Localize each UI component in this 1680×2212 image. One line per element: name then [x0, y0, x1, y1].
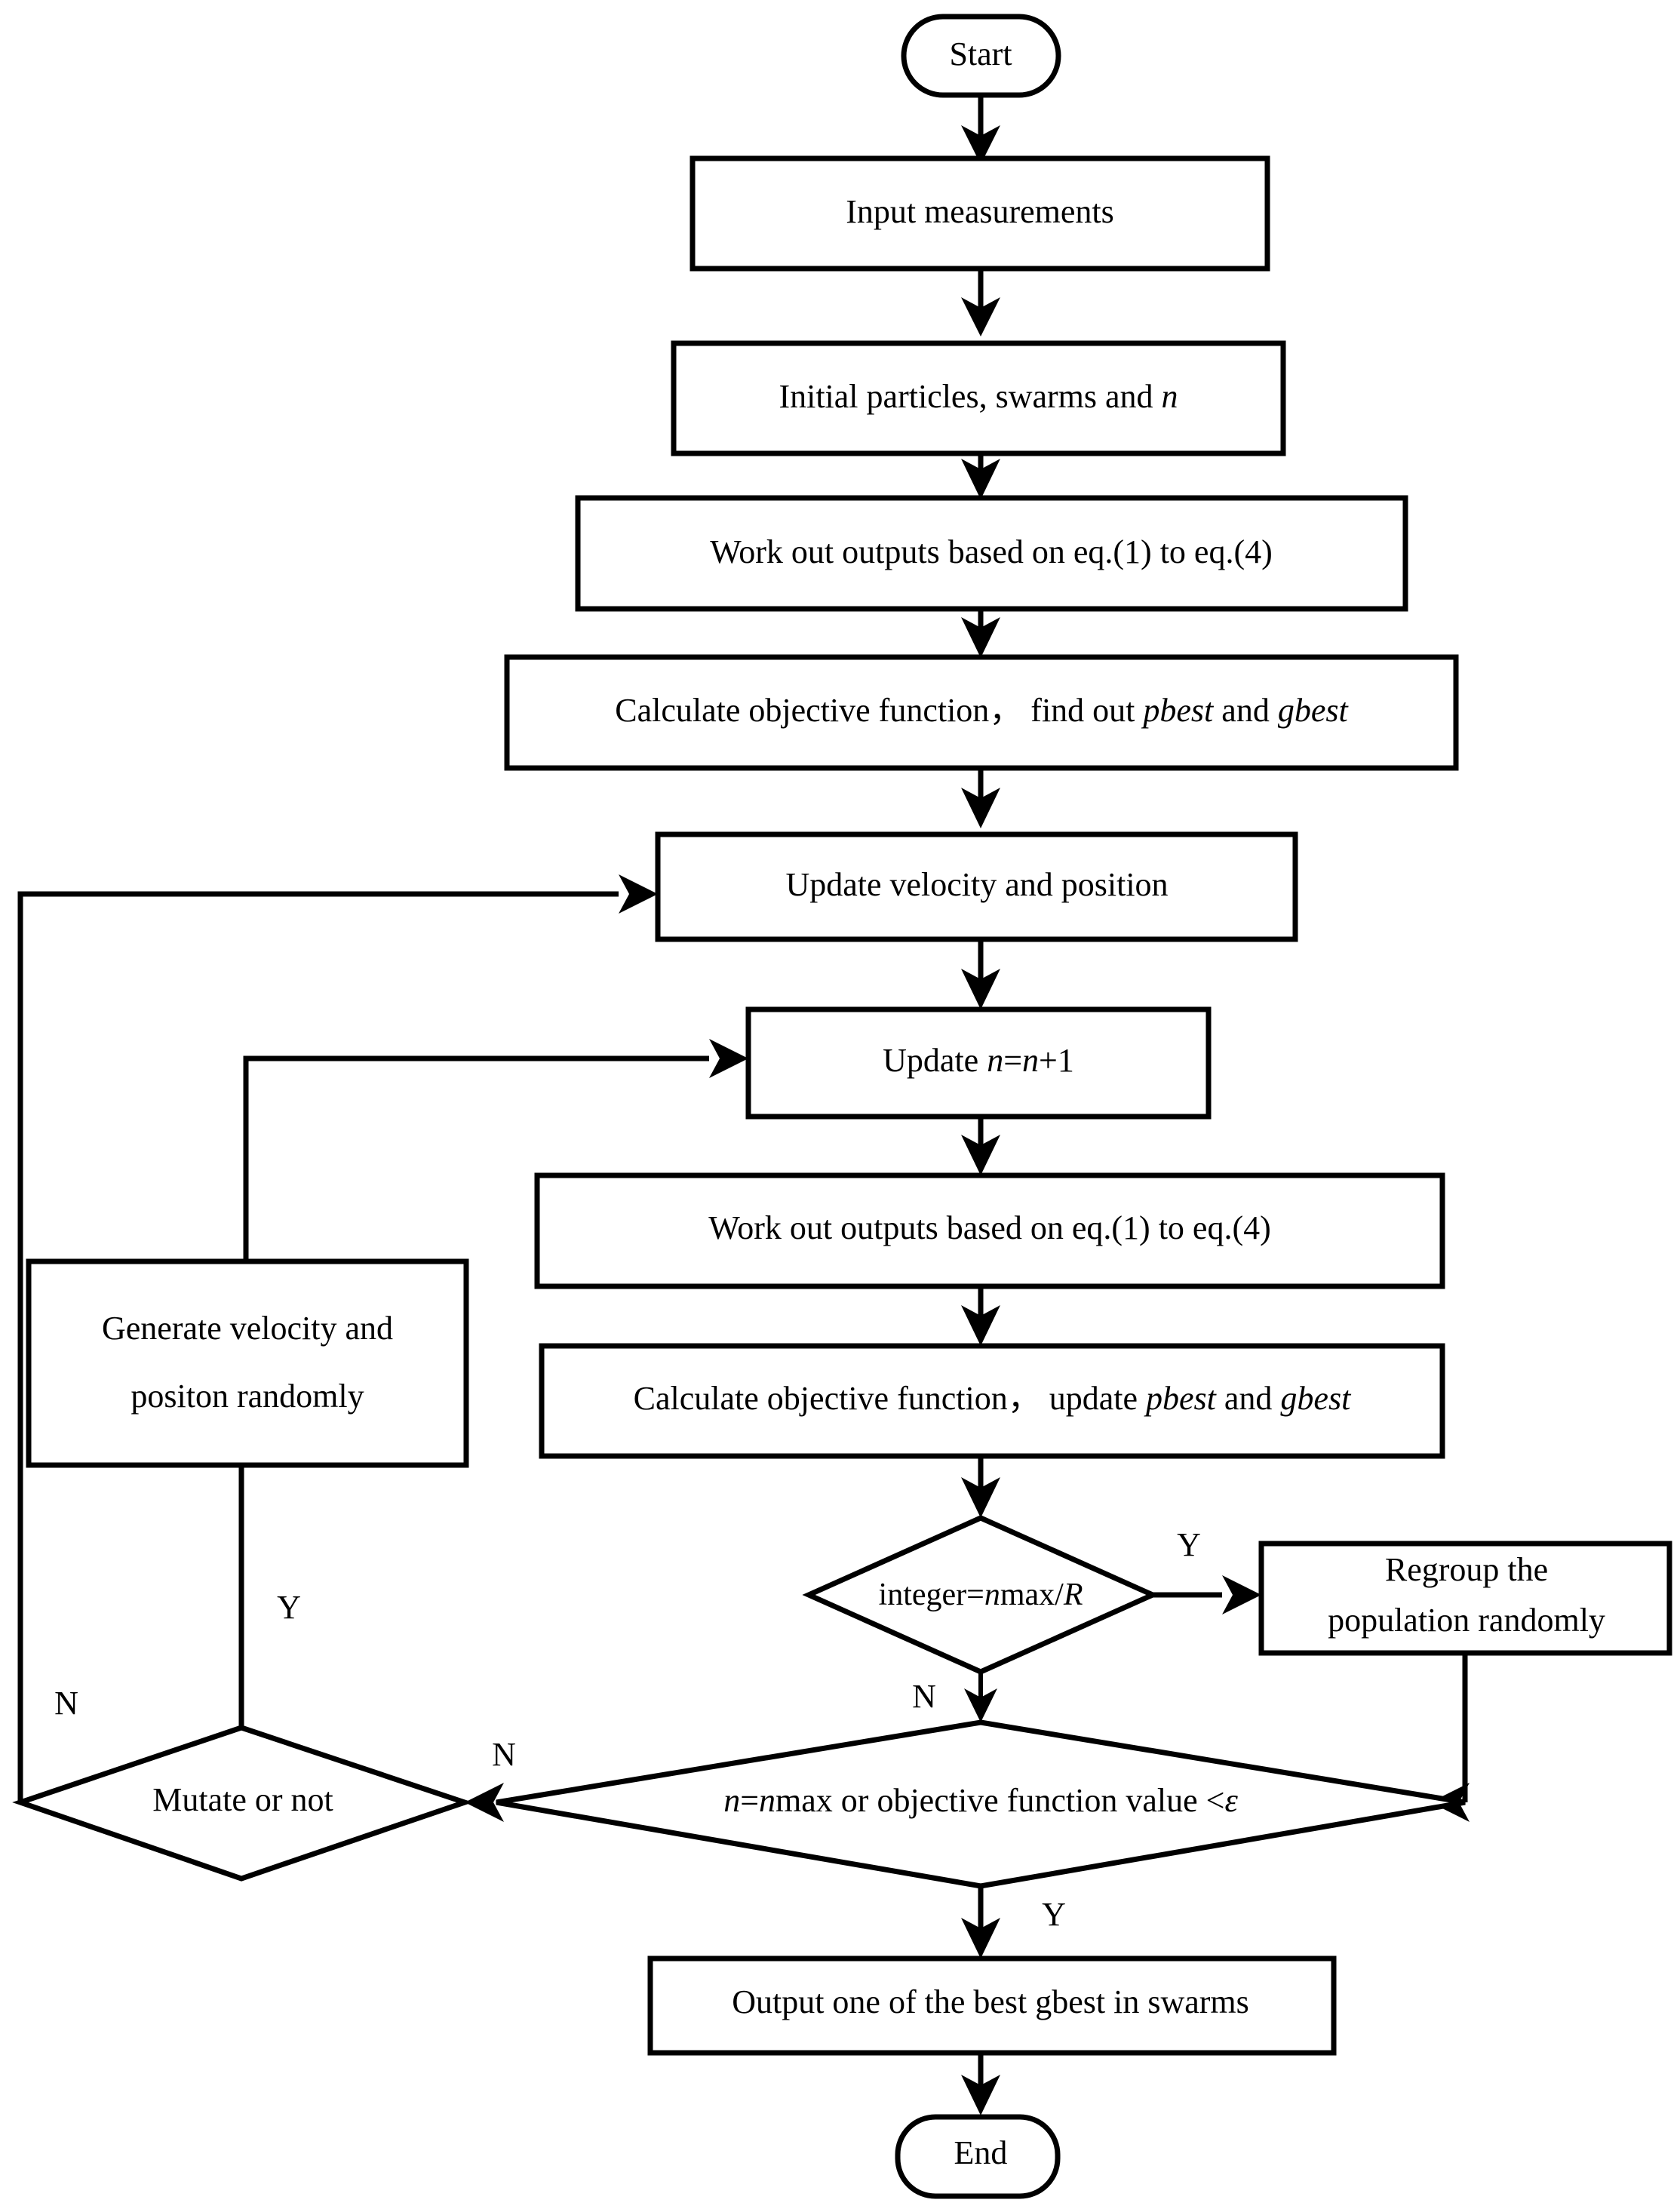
calc-objective-find-shape	[504, 654, 1459, 771]
edge-label-mutate-yes: Y	[277, 1589, 301, 1626]
node-start[interactable]: Start	[901, 14, 1061, 98]
integer-check-shape	[802, 1515, 1159, 1675]
update-n-label: Update n=n+1	[883, 1042, 1074, 1079]
node-integer-check[interactable]: integer=nmax/R	[802, 1515, 1159, 1675]
work-out-outputs-1-label: Work out outputs based on eq.(1) to eq.(…	[710, 533, 1273, 570]
arrowhead-start-to-input	[961, 125, 1000, 164]
calc-objective-update-label: Calculate objective function， update pbe…	[634, 1380, 1352, 1417]
start-shape	[901, 14, 1061, 98]
edge-label-mutate-no: N	[54, 1685, 78, 1722]
input-measurements-shape	[690, 155, 1270, 272]
edge-label-layer: Y N N Y Y N	[54, 1526, 1201, 1933]
regroup-population-line1: Regroup the	[1385, 1551, 1548, 1588]
node-update-velocity-position[interactable]: Update velocity and position	[655, 831, 1298, 942]
arrowhead-integer-to-regroup	[1222, 1575, 1261, 1614]
edge-label-termination-yes: Y	[1042, 1896, 1066, 1933]
arrowhead-mutate-to-updatevel-loop	[619, 874, 658, 914]
generate-velocity-position-line2: positon randomly	[131, 1378, 364, 1415]
end-label: End	[954, 2134, 1008, 2171]
update-n-shape	[745, 1006, 1212, 1120]
initial-particles-label: Initial particles, swarms and n	[779, 378, 1178, 415]
regroup-population-shape	[1258, 1541, 1672, 1656]
update-velocity-position-label: Update velocity and position	[785, 866, 1168, 903]
work-out-outputs-2-label: Work out outputs based on eq.(1) to eq.(…	[708, 1209, 1271, 1246]
node-mutate-or-not[interactable]: Mutate or not	[12, 1725, 473, 1882]
edge-label-integer-yes: Y	[1177, 1526, 1201, 1563]
initial-particles-shape	[671, 340, 1286, 456]
arrowhead-integer-to-termination	[964, 1688, 997, 1722]
node-layer: Start Input measurements Initial particl…	[12, 14, 1672, 2199]
calc-objective-find-label: Calculate objective function， find out p…	[615, 692, 1349, 729]
arrowhead-input-to-initial	[961, 297, 1000, 336]
arrowhead-termination-to-output	[961, 1918, 1000, 1959]
node-calc-objective-find[interactable]: Calculate objective function， find out p…	[504, 654, 1459, 771]
edge-label-integer-no: N	[912, 1678, 936, 1715]
mutate-or-not-shape	[12, 1725, 473, 1882]
node-generate-velocity-position[interactable]: Generate velocity and positon randomly	[26, 1258, 469, 1468]
arrowhead-calc1-to-updatevel	[961, 788, 1000, 828]
arrowhead-updaten-to-work2	[961, 1135, 1000, 1175]
generate-velocity-position-line1: Generate velocity and	[102, 1310, 393, 1347]
node-calc-objective-update[interactable]: Calculate objective function， update pbe…	[539, 1343, 1445, 1459]
update-velocity-position-shape	[655, 831, 1298, 942]
work-out-outputs-1-shape	[575, 495, 1408, 612]
regroup-population-line2: population randomly	[1328, 1602, 1605, 1639]
output-gbest-label: Output one of the best gbest in swarms	[732, 1983, 1249, 2020]
edge-mutate-to-updatevel-loop	[17, 891, 619, 1802]
integer-check-label: integer=nmax/R	[879, 1578, 1083, 1612]
mutate-or-not-label: Mutate or not	[152, 1781, 333, 1818]
arrowhead-work1-to-calc1	[961, 617, 1000, 658]
arrowhead-initial-to-work1	[961, 459, 1000, 499]
node-work-out-outputs-2[interactable]: Work out outputs based on eq.(1) to eq.(…	[534, 1172, 1445, 1289]
node-initial-particles[interactable]: Initial particles, swarms and n	[671, 340, 1286, 456]
node-work-out-outputs-1[interactable]: Work out outputs based on eq.(1) to eq.(…	[575, 495, 1408, 612]
work-out-outputs-2-shape	[534, 1172, 1445, 1289]
arrowhead-calc2-to-integer	[961, 1477, 1000, 1518]
node-output-gbest[interactable]: Output one of the best gbest in swarms	[647, 1955, 1337, 2056]
arrowhead-updatevel-to-updaten	[961, 969, 1000, 1009]
input-measurements-label: Input measurements	[846, 193, 1114, 230]
termination-check-shape	[496, 1719, 1466, 1889]
arrowhead-work2-to-calc2	[961, 1305, 1000, 1346]
termination-check-label: n=nmax or objective function value <ε	[723, 1782, 1238, 1819]
node-end[interactable]: End	[895, 2114, 1061, 2199]
start-label: Start	[949, 35, 1012, 72]
output-gbest-shape	[647, 1955, 1337, 2056]
generate-velocity-position-shape	[26, 1258, 469, 1468]
arrowhead-termination-to-mutate	[465, 1783, 504, 1822]
end-shape	[895, 2114, 1061, 2199]
arrowhead-output-to-end	[961, 2075, 1000, 2115]
node-regroup-population[interactable]: Regroup the population randomly	[1258, 1541, 1672, 1656]
node-termination-check[interactable]: n=nmax or objective function value <ε	[496, 1719, 1466, 1889]
node-update-n[interactable]: Update n=n+1	[745, 1006, 1212, 1120]
node-input-measurements[interactable]: Input measurements	[690, 155, 1270, 272]
edge-generate-to-updaten-loop	[243, 1055, 709, 1261]
arrowhead-generate-to-updaten-loop	[709, 1039, 748, 1078]
edge-label-termination-no: N	[492, 1736, 516, 1773]
calc-objective-update-shape	[539, 1343, 1445, 1459]
